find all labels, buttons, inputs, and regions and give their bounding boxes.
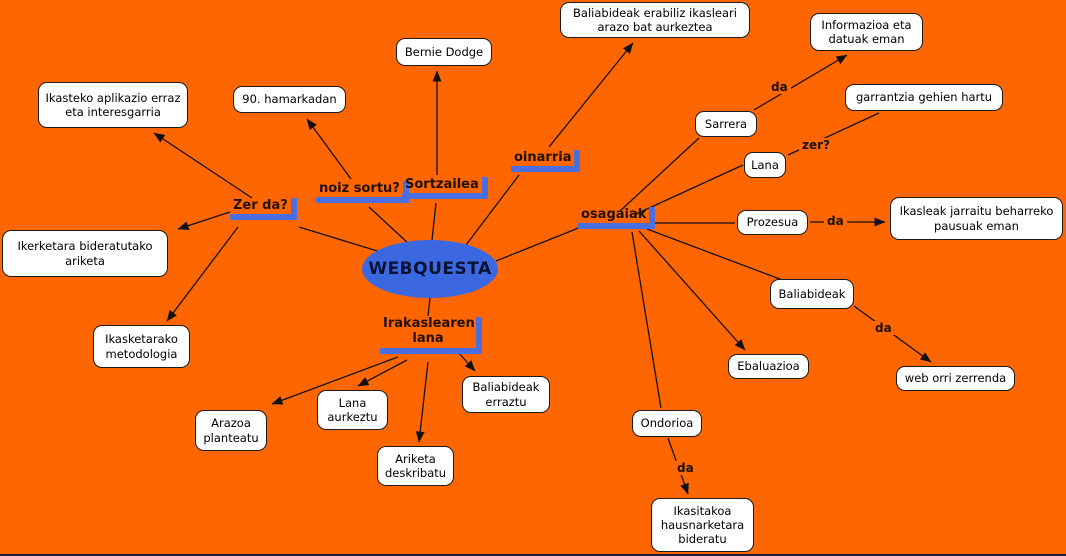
- concept-node-baliabideak-erabiliz[interactable]: Baliabideak erabiliz ikasleari arazo bat…: [560, 2, 750, 38]
- concept-node-informazioa-datuak[interactable]: Informazioa eta datuak eman: [810, 13, 923, 51]
- concept-node-ondorioa[interactable]: Ondorioa: [632, 410, 702, 437]
- concept-node-ariketa-deskribatu[interactable]: Ariketa deskribatu: [377, 446, 454, 486]
- linking-label-noiz-sortu[interactable]: noiz sortu?: [316, 181, 409, 203]
- concept-node-ebaluazioa[interactable]: Ebaluazioa: [728, 354, 809, 379]
- concept-node-web-orri-zerrenda[interactable]: web orri zerrenda: [896, 366, 1015, 391]
- concept-node-ikerketara[interactable]: Ikerketara bideratutako ariketa: [2, 230, 168, 277]
- concept-node-ikasleak-jarraitu[interactable]: Ikasleak jarraitu beharreko pausuak eman: [890, 197, 1063, 240]
- concept-node-sarrera[interactable]: Sarrera: [695, 111, 757, 137]
- concept-node-baliabideak-erraztu[interactable]: Baliabideak erraztu: [462, 376, 550, 413]
- linking-label-irakaslearen-lana[interactable]: Irakaslearen lana: [380, 316, 482, 354]
- concept-node-arazoa-planteatu[interactable]: Arazoa planteatu: [195, 410, 267, 451]
- concept-node-ikasitakoa[interactable]: Ikasitakoa hausnarketara bideratu: [651, 498, 754, 552]
- edge-label-da-baliabideak: da: [872, 321, 895, 335]
- linking-label-zer-da[interactable]: Zer da?: [230, 198, 297, 220]
- concept-node-lana-aurkeztu[interactable]: Lana aurkeztu: [317, 390, 388, 430]
- concept-node-lana[interactable]: Lana: [744, 152, 786, 178]
- concept-node-baliabideak[interactable]: Baliabideak: [770, 279, 854, 309]
- linking-label-sortzailea[interactable]: Sortzailea: [402, 177, 488, 199]
- edge-label-zer-lana: zer?: [799, 138, 834, 152]
- linking-label-osagaiak[interactable]: osagaiak: [578, 207, 656, 229]
- concept-node-bernie-dodge[interactable]: Bernie Dodge: [396, 38, 492, 66]
- concept-node-ikasketarako-metodologia[interactable]: Ikasketarako metodologia: [93, 325, 190, 368]
- concept-node-ikasteko-aplikazio[interactable]: Ikasteko aplikazio erraz eta interesgarr…: [38, 82, 188, 128]
- edge-label-da-sarrera: da: [768, 80, 791, 94]
- central-concept-webquesta[interactable]: WEBQUESTA: [362, 240, 498, 298]
- concept-node-garrantzia[interactable]: garrantzia gehien hartu: [845, 84, 1003, 111]
- concept-node-prozesua[interactable]: Prozesua: [737, 210, 808, 235]
- edge-label-da-ondorioa: da: [674, 461, 697, 475]
- linking-label-oinarria[interactable]: oinarria: [511, 150, 581, 172]
- bottom-edge-line: [0, 554, 1066, 556]
- concept-node-90-hamarkadan[interactable]: 90. hamarkadan: [233, 86, 346, 113]
- edge-label-da-prozesua: da: [824, 214, 847, 228]
